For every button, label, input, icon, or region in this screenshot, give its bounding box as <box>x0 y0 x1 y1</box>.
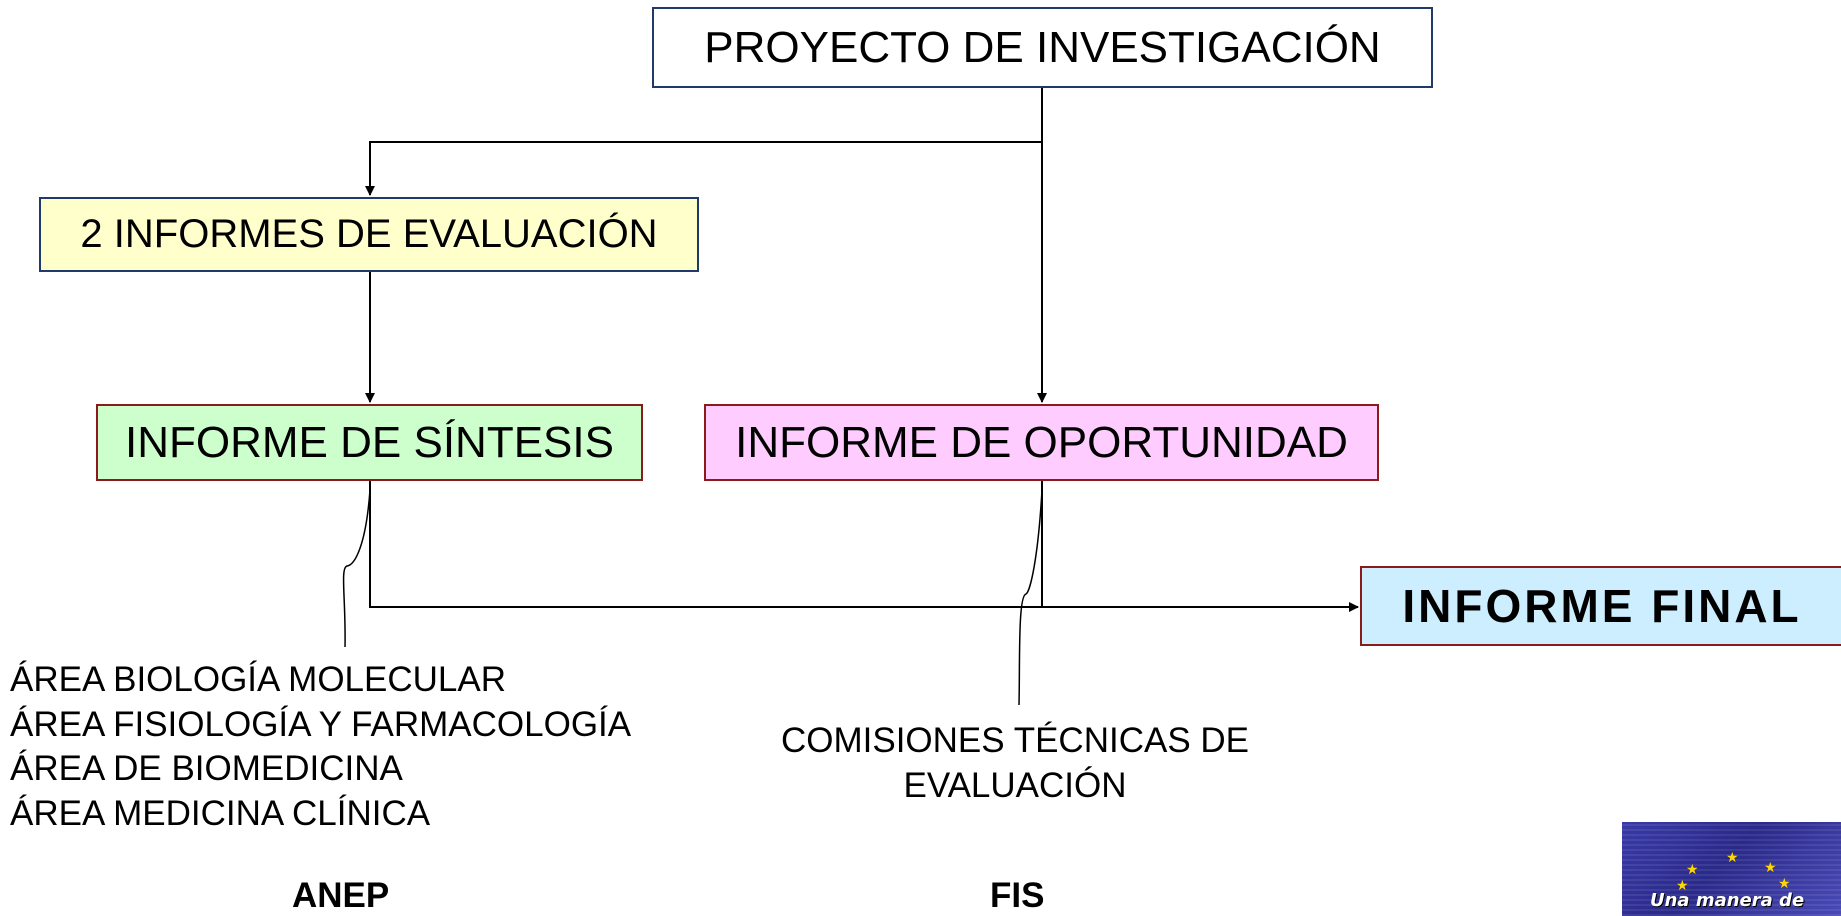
star-icon: ★ <box>1726 849 1739 865</box>
star-icon: ★ <box>1676 877 1689 893</box>
area-item: ÁREA MEDICINA CLÍNICA <box>10 793 431 833</box>
informe-sintesis-box: INFORME DE SÍNTESIS <box>96 404 643 481</box>
areas-list: ÁREA BIOLOGÍA MOLECULAR ÁREA FISIOLOGÍA … <box>10 658 631 836</box>
eu-logo: ★ ★ ★ ★ ★ Una manera de <box>1622 822 1841 916</box>
callout-areas <box>342 489 371 648</box>
informe-oportunidad-box: INFORME DE OPORTUNIDAD <box>704 404 1379 481</box>
arrow-proyecto-to-informes <box>365 88 1043 196</box>
area-item: ÁREA FISIOLOGÍA Y FARMACOLOGÍA <box>10 704 632 744</box>
callout-comisiones <box>1018 489 1043 706</box>
area-item: ÁREA DE BIOMEDICINA <box>10 749 403 788</box>
comisiones-line: COMISIONES TÉCNICAS DE <box>780 721 1250 760</box>
star-icon: ★ <box>1778 875 1791 891</box>
informe-final-box: INFORME FINAL <box>1360 566 1841 646</box>
informes-evaluacion-box: 2 INFORMES DE EVALUACIÓN <box>39 197 699 272</box>
fis-label: FIS <box>990 876 1045 915</box>
star-icon: ★ <box>1686 861 1699 877</box>
logo-text: Una manera de <box>1650 890 1805 911</box>
proyecto-investigacion-box: PROYECTO DE INVESTIGACIÓN <box>652 7 1433 88</box>
star-icon: ★ <box>1764 859 1777 875</box>
comisiones-line: EVALUACIÓN <box>903 766 1127 805</box>
comisiones-label: COMISIONES TÉCNICAS DE EVALUACIÓN <box>760 718 1270 808</box>
arrow-sintesis-to-final <box>369 481 1359 612</box>
anep-label: ANEP <box>292 876 390 915</box>
area-item: ÁREA BIOLOGÍA MOLECULAR <box>10 660 506 699</box>
